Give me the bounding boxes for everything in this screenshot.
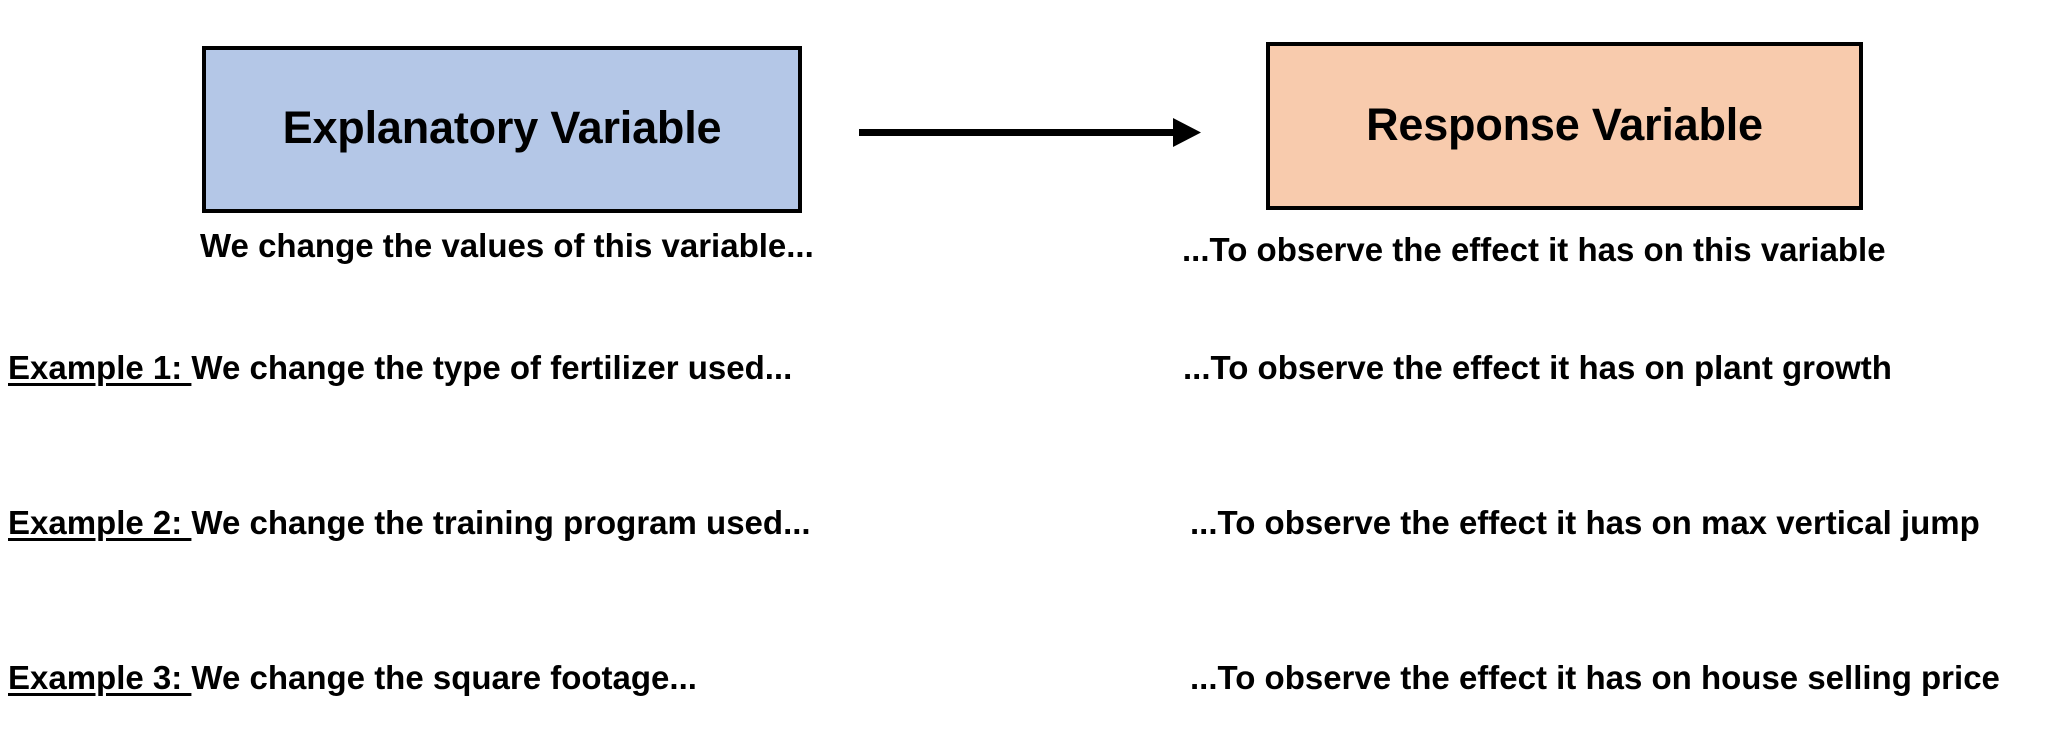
example-1-right: ...To observe the effect it has on plant… — [1183, 349, 1892, 386]
example-1-left: Example 1: We change the type of fertili… — [8, 349, 792, 387]
example-1-left-text: We change the type of fertilizer used... — [191, 349, 793, 386]
right-arrow-icon — [859, 118, 1201, 147]
example-3-right: ...To observe the effect it has on house… — [1190, 659, 2000, 696]
example-2-right: ...To observe the effect it has on max v… — [1190, 504, 1980, 541]
example-1-tag: Example 1: — [8, 349, 192, 386]
arrow-head — [1173, 118, 1201, 147]
example-3-left: Example 3: We change the square footage.… — [8, 659, 697, 697]
example-3-tag: Example 3: — [8, 659, 192, 696]
response-variable-label: Response Variable — [1366, 98, 1763, 150]
explanatory-variable-label: Explanatory Variable — [282, 102, 722, 153]
explanatory-caption: We change the values of this variable... — [200, 227, 814, 264]
response-variable-box: Response Variable — [1266, 42, 1863, 210]
example-row: Example 1: We change the type of fertili… — [0, 349, 2051, 395]
example-row: Example 2: We change the training progra… — [0, 504, 2051, 550]
example-row: Example 3: We change the square footage.… — [0, 659, 2051, 705]
response-caption: ...To observe the effect it has on this … — [1182, 231, 1886, 268]
example-2-left-text: We change the training program used... — [191, 504, 811, 541]
example-3-left-text: We change the square footage... — [191, 659, 697, 696]
example-2-tag: Example 2: — [8, 504, 192, 541]
explanatory-variable-box: Explanatory Variable — [202, 46, 802, 213]
example-2-left: Example 2: We change the training progra… — [8, 504, 811, 542]
